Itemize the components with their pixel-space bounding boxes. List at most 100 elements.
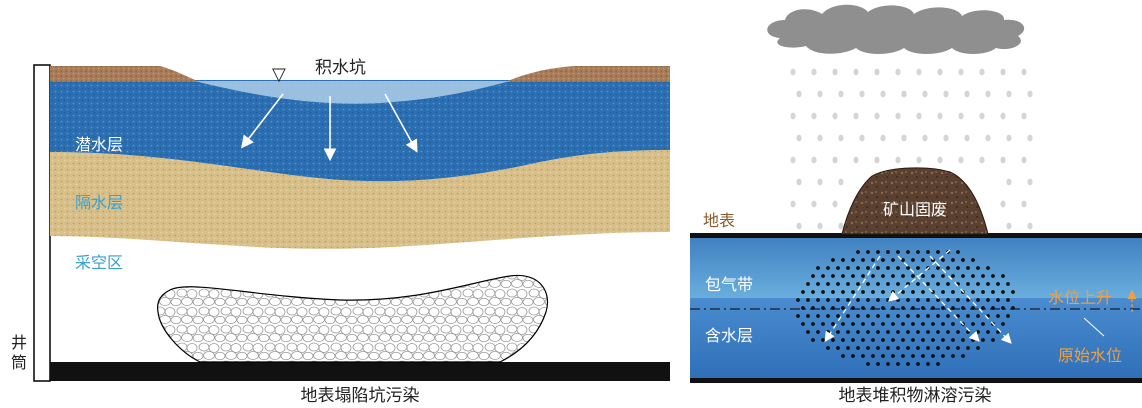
pollutant-dot: [856, 266, 860, 270]
pollutant-dot: [921, 354, 925, 358]
pollutant-dot: [886, 282, 890, 286]
pollutant-dot: [881, 354, 885, 358]
pollutant-dot: [931, 322, 935, 326]
pollutant-dot: [996, 314, 1000, 318]
pollutant-dot: [806, 282, 810, 286]
pollutant-dot: [866, 314, 870, 318]
pollutant-dot: [936, 362, 940, 366]
pollutant-dot: [901, 274, 905, 278]
soil-cap-left: [50, 66, 200, 82]
pollutant-dot: [856, 250, 860, 254]
pollutant-dot: [886, 362, 890, 366]
rain-drop: [1006, 178, 1012, 186]
pollutant-dot: [896, 298, 900, 302]
rain-drop: [790, 112, 796, 120]
pollutant-dot: [961, 338, 965, 342]
pollutant-dot: [1001, 274, 1005, 278]
pollutant-dot: [811, 274, 815, 278]
pollutant-dot: [986, 282, 990, 286]
pollutant-dot: [921, 338, 925, 342]
pollutant-dot: [951, 290, 955, 294]
pollutant-dot: [816, 330, 820, 334]
pollutant-dot: [896, 282, 900, 286]
pollutant-dot: [911, 338, 915, 342]
pollutant-dot: [876, 330, 880, 334]
pollutant-dot: [976, 266, 980, 270]
pollutant-dot: [906, 314, 910, 318]
pollutant-dot: [891, 258, 895, 262]
rain-drops: [790, 68, 1033, 230]
pollutant-dot: [956, 266, 960, 270]
pollutant-dot: [816, 282, 820, 286]
pollutant-dot: [896, 362, 900, 366]
pollutant-dot: [946, 282, 950, 286]
pollutant-dot: [941, 354, 945, 358]
pollutant-dot: [1001, 322, 1005, 326]
pollutant-dot: [886, 266, 890, 270]
pollutant-dot: [936, 250, 940, 254]
pollutant-dot: [871, 354, 875, 358]
pollutant-dot: [916, 346, 920, 350]
pollutant-dot: [826, 314, 830, 318]
pollutant-dot: [986, 266, 990, 270]
rain-drop: [916, 112, 922, 120]
rain-drop: [1027, 90, 1033, 98]
pollutant-dot: [981, 338, 985, 342]
rain-drop: [895, 156, 901, 164]
pollutant-dot: [816, 266, 820, 270]
pollutant-dot: [841, 274, 845, 278]
infiltration-arrows: [241, 93, 418, 162]
pollutant-dot: [881, 322, 885, 326]
rain-drop: [979, 68, 985, 76]
pollutant-dot: [861, 306, 865, 310]
pollutant-dot: [921, 322, 925, 326]
pollutant-dot: [821, 338, 825, 342]
rain-drop: [901, 134, 907, 142]
pollutant-dot: [941, 290, 945, 294]
left-panel-subsidence: ▽ 积水坑 潜水层 隔水层 采空区 井 筒 地表塌陷坑污染: [11, 58, 670, 406]
pollutant-dot: [821, 274, 825, 278]
pollutant-dot: [851, 322, 855, 326]
surface-label: 地表: [703, 211, 735, 230]
original-level-pointer: [1083, 317, 1105, 337]
water-level-symbol: ▽: [272, 64, 286, 85]
rain-drop: [916, 156, 922, 164]
pollutant-dot: [826, 282, 830, 286]
pollutant-dot: [841, 322, 845, 326]
pollutant-dot: [866, 250, 870, 254]
pollutant-dot: [836, 314, 840, 318]
rain-drop: [895, 68, 901, 76]
rain-drop: [811, 156, 817, 164]
pollutant-dot: [946, 314, 950, 318]
pollutant-dot: [1006, 314, 1010, 318]
rain-drop: [895, 112, 901, 120]
pollutant-dot: [836, 330, 840, 334]
pollutant-dot: [881, 274, 885, 278]
pollutant-dot: [941, 258, 945, 262]
pollutant-dot: [1011, 290, 1015, 294]
aquifer-label: 含水层: [705, 326, 753, 345]
pollutant-dot: [831, 338, 835, 342]
pollutant-dot: [996, 282, 1000, 286]
aquifer-zone: [690, 298, 1142, 380]
pollutant-dot: [851, 306, 855, 310]
pollutant-dot: [876, 266, 880, 270]
rain-drop: [817, 178, 823, 186]
rain-drop: [901, 90, 907, 98]
pollutant-dot: [971, 338, 975, 342]
pollutant-dot: [861, 290, 865, 294]
rain-drop: [796, 134, 802, 142]
pollutant-dot: [846, 282, 850, 286]
pollutant-dot: [916, 330, 920, 334]
pollutant-dot: [811, 290, 815, 294]
pollutant-dot: [916, 250, 920, 254]
waste-label: 矿山固废: [883, 200, 947, 219]
pollutant-dot: [911, 258, 915, 262]
pollutant-dot: [986, 298, 990, 302]
vadose-label: 包气带: [705, 275, 753, 294]
pollutant-dot: [926, 314, 930, 318]
pollutant-dot: [926, 298, 930, 302]
rain-drop: [958, 68, 964, 76]
pollutant-dot: [941, 274, 945, 278]
